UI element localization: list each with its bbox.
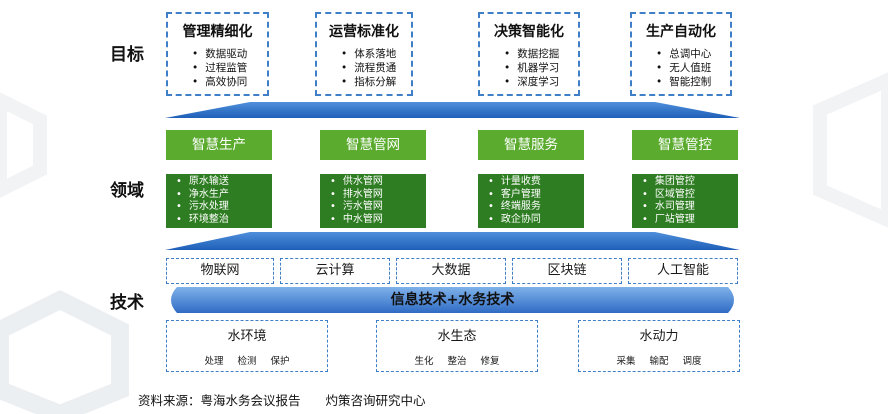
foundation-item: 处理 xyxy=(204,356,224,367)
tech-banner-shape xyxy=(171,287,734,313)
goal-item: 无人值班 xyxy=(656,61,730,75)
goal-box: 运营标准化 体系落地 流程贯通 指标分解 xyxy=(315,12,413,96)
domain-item: 净水生产 xyxy=(176,189,272,202)
up-arrow-shape xyxy=(165,102,740,118)
domain-header: 智慧管控 xyxy=(632,130,738,160)
domain-item: 区域管控 xyxy=(642,189,738,202)
foundation-item: 整治 xyxy=(447,356,467,367)
domain-body: 供水管网 排水管网 污水管网 中水管网 xyxy=(320,174,426,228)
domain-item: 中水管网 xyxy=(330,214,426,227)
domain-item: 原水输送 xyxy=(176,176,272,189)
domain-header: 智慧服务 xyxy=(478,130,584,160)
goal-item: 深度学习 xyxy=(504,75,578,89)
tech-box: 物联网 xyxy=(166,258,274,284)
foundation-item: 输配 xyxy=(649,356,669,367)
domain-item: 环境整治 xyxy=(176,214,272,227)
foundation-item: 保护 xyxy=(270,356,290,367)
foundation-item: 修复 xyxy=(480,356,500,367)
foundation-item: 检测 xyxy=(237,356,257,367)
goal-title: 运营标准化 xyxy=(329,24,399,40)
foundation-item: 生化 xyxy=(414,356,434,367)
foundation-title: 水生态 xyxy=(437,329,477,344)
goal-box: 管理精细化 数据驱动 过程监管 高效协同 xyxy=(166,12,269,96)
tech-banner: 信息技术+水务技术 xyxy=(390,292,515,308)
foundation-item: 调度 xyxy=(682,356,702,367)
domain-body: 原水输送 净水生产 污水处理 环境整治 xyxy=(166,174,272,228)
row-label-tech: 技术 xyxy=(110,293,144,313)
domain-item: 计量收费 xyxy=(488,176,584,189)
goal-title: 生产自动化 xyxy=(646,24,716,40)
foundation-box: 水环境 处理 检测 保护 xyxy=(166,320,328,372)
goal-item: 总调中心 xyxy=(656,47,730,61)
foundation-title: 水环境 xyxy=(227,329,267,344)
domain-item: 水司管理 xyxy=(642,201,738,214)
domain-item: 污水管网 xyxy=(330,201,426,214)
goal-item: 智能控制 xyxy=(656,75,730,89)
foundation-box: 水动力 采集 输配 调度 xyxy=(578,320,740,372)
goal-title: 决策智能化 xyxy=(494,24,564,40)
goal-box: 决策智能化 数据挖掘 机器学习 深度学习 xyxy=(478,12,580,96)
tech-box: 人工智能 xyxy=(628,258,738,284)
domain-item: 集团管控 xyxy=(642,176,738,189)
domain-item: 供水管网 xyxy=(330,176,426,189)
goal-item: 体系落地 xyxy=(341,47,411,61)
goal-box: 生产自动化 总调中心 无人值班 智能控制 xyxy=(630,12,732,96)
domain-header: 智慧生产 xyxy=(166,130,272,160)
domain-item: 政企协同 xyxy=(488,214,584,227)
tech-box: 云计算 xyxy=(280,258,390,284)
tech-box: 大数据 xyxy=(396,258,506,284)
domain-item: 终端服务 xyxy=(488,201,584,214)
goal-item: 流程贯通 xyxy=(341,61,411,75)
domain-item: 客户管理 xyxy=(488,189,584,202)
row-label-goal: 目标 xyxy=(110,45,144,65)
goal-item: 指标分解 xyxy=(341,75,411,89)
domain-body: 计量收费 客户管理 终端服务 政企协同 xyxy=(478,174,584,228)
up-arrow-shape xyxy=(165,232,740,250)
domain-item: 排水管网 xyxy=(330,189,426,202)
goal-item: 数据驱动 xyxy=(192,47,267,61)
domain-item: 厂站管理 xyxy=(642,214,738,227)
goal-item: 高效协同 xyxy=(192,75,267,89)
foundation-box: 水生态 生化 整治 修复 xyxy=(376,320,538,372)
row-label-domain: 领域 xyxy=(110,181,144,201)
goal-item: 数据挖掘 xyxy=(504,47,578,61)
foundation-item: 采集 xyxy=(616,356,636,367)
goal-item: 机器学习 xyxy=(504,61,578,75)
goal-title: 管理精细化 xyxy=(182,24,253,40)
goal-item: 过程监管 xyxy=(192,61,267,75)
foundation-title: 水动力 xyxy=(639,329,679,344)
domain-header: 智慧管网 xyxy=(320,130,426,160)
tech-box: 区块链 xyxy=(512,258,622,284)
domain-body: 集团管控 区域管控 水司管理 厂站管理 xyxy=(632,174,738,228)
domain-item: 污水处理 xyxy=(176,201,272,214)
source-note: 资料来源：粤海水务会议报告 灼策咨询研究中心 xyxy=(138,393,426,408)
